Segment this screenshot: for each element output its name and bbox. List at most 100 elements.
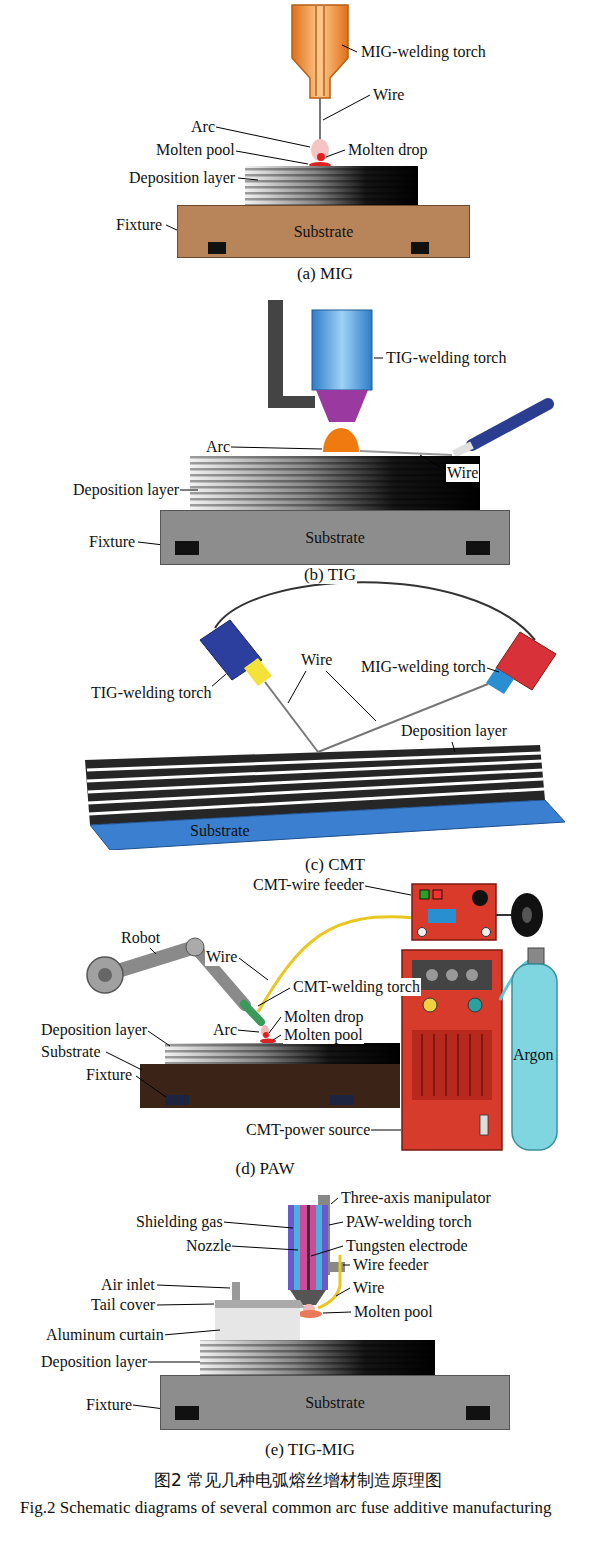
part-label: Arc (205, 438, 231, 456)
part-label: Deposition layer (400, 722, 508, 740)
fixture-block (165, 1095, 189, 1105)
part-label: Deposition layer (40, 1021, 148, 1039)
tail-cover (215, 1300, 305, 1308)
deposition-layer (200, 1340, 435, 1375)
leader-line (487, 668, 499, 672)
layer-stripe (87, 753, 541, 770)
paw-panel (87, 884, 557, 1150)
substrate-shape (90, 800, 565, 850)
deposition-layer (190, 456, 480, 510)
wire-feeder (318, 1255, 340, 1308)
leader-line (323, 95, 370, 120)
torch-tip (244, 658, 272, 686)
leader-line (452, 742, 455, 752)
part-label: Shielding gas (135, 1213, 224, 1231)
wire (318, 684, 488, 752)
substrate-block (140, 1064, 400, 1108)
leader-line (323, 1312, 351, 1313)
screen (428, 909, 456, 923)
leader-line (106, 885, 411, 1130)
grille (457, 1034, 459, 1096)
leader-line (360, 885, 411, 895)
deposition-layer (190, 456, 480, 510)
dial (446, 969, 458, 981)
part-label: Molten pool (283, 1026, 364, 1044)
button (433, 890, 442, 899)
part-label: Robot (120, 929, 161, 947)
leader-line (148, 1362, 200, 1363)
molten-pool (298, 1310, 322, 1318)
valve (528, 948, 544, 964)
argon-cylinder (512, 964, 557, 1150)
part-label: PAW-welding torch (345, 1213, 473, 1231)
part-label: TIG-welding torch (385, 349, 507, 367)
torch-line (323, 6, 324, 96)
fixture-block (175, 541, 199, 555)
leader-line (288, 671, 306, 703)
node-label: Substrate (190, 822, 565, 840)
leader-line (157, 1304, 214, 1305)
leader-line (236, 151, 308, 164)
leader-line (331, 1198, 338, 1204)
leader-line (269, 1017, 281, 1033)
node-label: Substrate (294, 223, 354, 241)
substrate-block: Substrate (177, 205, 470, 258)
deposition-layer (200, 1340, 435, 1375)
robot-arm (195, 947, 245, 1005)
leader-line (258, 988, 290, 1006)
grille (481, 1034, 483, 1096)
part-label: Wire (446, 464, 479, 482)
part-label: Substrate (40, 1043, 102, 1061)
grille (469, 1034, 471, 1096)
part-label: CMT-power source (245, 1121, 371, 1139)
part-label: Wire feeder (352, 1256, 429, 1274)
wire (258, 917, 415, 1012)
leader-line (136, 1076, 166, 1097)
leader-line (238, 178, 258, 180)
leader-line (273, 1035, 281, 1040)
fixture-block (466, 1406, 490, 1420)
leader-line (163, 1330, 220, 1335)
part-label: Wire (372, 86, 405, 104)
robot-base (87, 957, 123, 993)
leader-line (180, 490, 198, 491)
aluminum-curtain (215, 1308, 300, 1340)
part-label: Deposition layer (40, 1353, 148, 1371)
leader-line (374, 358, 383, 359)
part-label: Arc (190, 118, 216, 136)
substrate-block: Substrate (160, 510, 510, 565)
figure-caption: Fig.2 Schematic diagrams of several comm… (20, 1497, 581, 1519)
part-label: MIG-welding torch (360, 658, 487, 676)
cmt-torch (244, 1004, 261, 1022)
switch (480, 1115, 488, 1135)
leader-line (343, 1265, 350, 1266)
fixture-block (175, 1406, 199, 1420)
layer-stripe (88, 779, 543, 803)
leader-line (157, 1285, 230, 1288)
robot-joint (186, 938, 204, 956)
arc (311, 139, 329, 161)
torch-line (315, 6, 316, 96)
roller (482, 928, 491, 937)
leader-line (237, 1030, 259, 1032)
leader-line (368, 1130, 401, 1131)
arc (323, 428, 359, 452)
part-label: Tungsten electrode (345, 1237, 469, 1255)
substrate-block: Substrate (160, 1375, 510, 1430)
robot-base (98, 968, 112, 982)
leader-line (231, 447, 322, 449)
leader-line (420, 455, 446, 470)
torch-tip (486, 668, 514, 694)
grille (412, 1030, 492, 1100)
part-label: Three-axis manipulator (340, 1189, 492, 1207)
wire-feeder (412, 884, 496, 940)
part-label: Wire (300, 651, 333, 669)
leader-line (336, 1288, 350, 1296)
panel (412, 960, 492, 990)
leader-line (329, 1222, 343, 1225)
grille (421, 1034, 423, 1096)
tungsten-electrode (307, 1205, 310, 1295)
fixture-block (411, 242, 429, 254)
part-label: Aluminum curtain (45, 1326, 165, 1344)
figure-caption: 图2 常见几种电弧熔丝增材制造原理图 (154, 1470, 442, 1490)
